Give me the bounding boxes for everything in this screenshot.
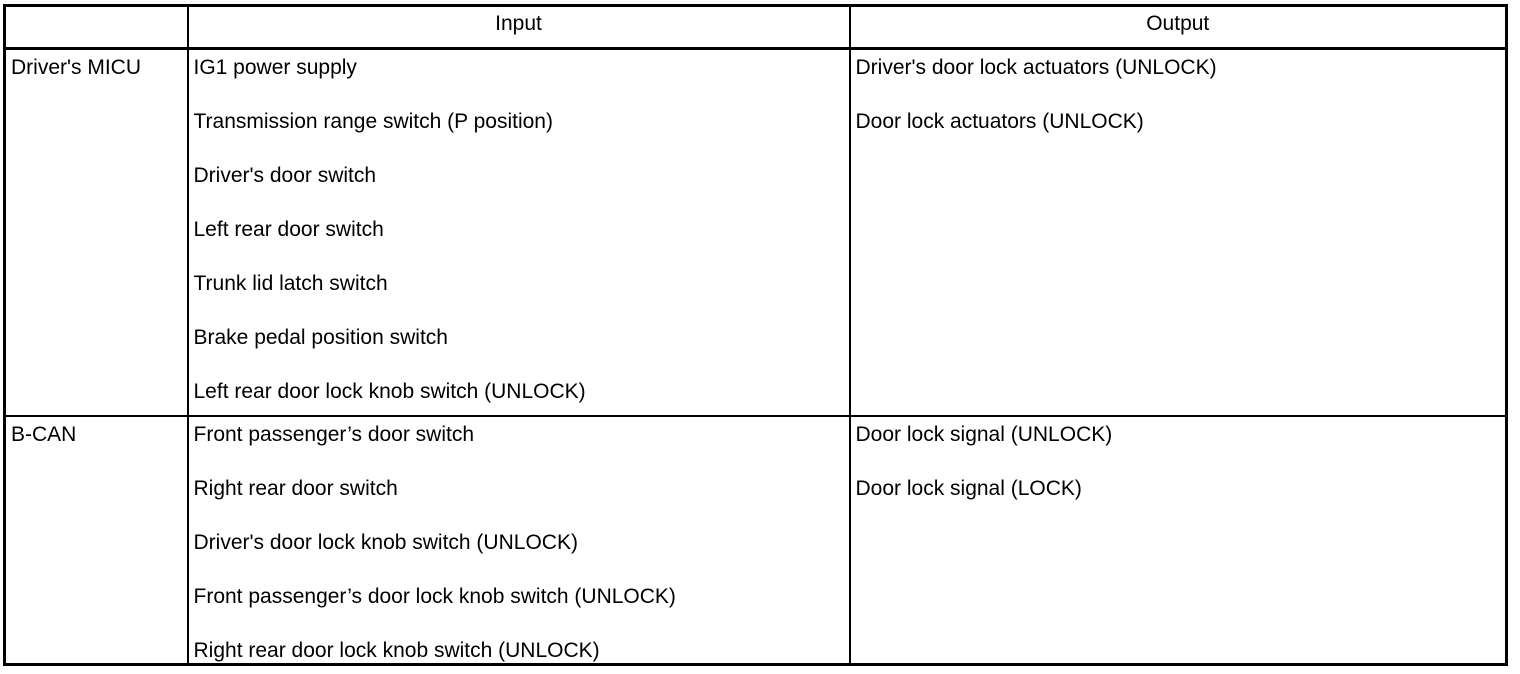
table-row-b-can: B-CAN Front passenger’s door switch Righ… <box>3 414 1508 666</box>
outputs-cell: Door lock signal (UNLOCK) Door lock sign… <box>848 414 1508 666</box>
source-cell: Driver's MICU <box>3 47 189 417</box>
input-item: Left rear door lock knob switch (UNLOCK) <box>193 380 586 403</box>
input-item: Transmission range switch (P position) <box>193 110 553 133</box>
input-item: Right rear door lock knob switch (UNLOCK… <box>193 638 600 662</box>
header-row: Input Output <box>3 4 1508 50</box>
input-item: IG1 power supply <box>193 56 357 79</box>
input-item: Driver's door switch <box>193 164 377 187</box>
input-item: Front passenger’s door switch <box>193 422 475 446</box>
input-item: Brake pedal position switch <box>193 326 448 349</box>
input-item: Left rear door switch <box>193 218 384 241</box>
source-label: Driver's MICU <box>11 56 141 79</box>
output-item: Door lock actuators (UNLOCK) <box>855 110 1144 133</box>
source-cell: B-CAN <box>3 414 189 666</box>
inputs-cell: IG1 power supply Transmission range swit… <box>186 47 851 417</box>
header-component <box>3 4 189 50</box>
output-item: Door lock signal (UNLOCK) <box>855 422 1113 446</box>
input-item: Front passenger’s door lock knob switch … <box>193 584 676 608</box>
input-output-table: Input Output Driver's MICU IG1 power sup… <box>3 4 1508 666</box>
header-output: Output <box>848 4 1508 50</box>
output-item: Door lock signal (LOCK) <box>855 476 1082 500</box>
inputs-cell: Front passenger’s door switch Right rear… <box>186 414 851 666</box>
input-item: Driver's door lock knob switch (UNLOCK) <box>193 530 578 554</box>
output-item: Driver's door lock actuators (UNLOCK) <box>855 56 1217 79</box>
input-item: Right rear door switch <box>193 476 398 500</box>
header-input: Input <box>186 4 851 50</box>
outputs-cell: Driver's door lock actuators (UNLOCK) Do… <box>848 47 1508 417</box>
input-item: Trunk lid latch switch <box>193 272 388 295</box>
table-row-drivers-micu: Driver's MICU IG1 power supply Transmiss… <box>3 47 1508 417</box>
source-label: B-CAN <box>11 422 77 446</box>
